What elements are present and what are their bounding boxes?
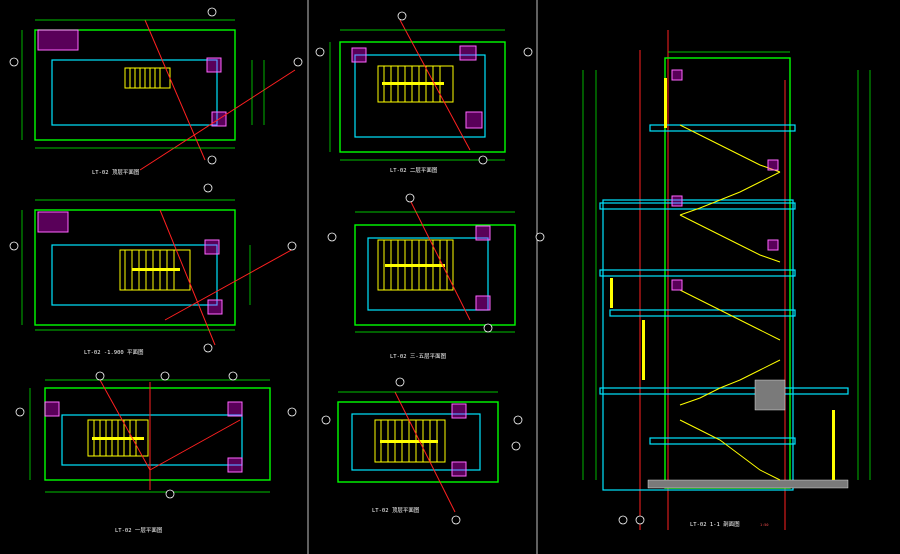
section-scale: 1:50	[760, 523, 768, 527]
plan-top-left: LT-02 顶层平面图	[9, 7, 303, 176]
plan-title-6: LT-02 顶层平面图	[372, 506, 420, 514]
plan-top-middle: LT-02 二层平面图	[315, 11, 533, 174]
building-section: LT-02 1-1 剖面图 1:50	[582, 30, 871, 530]
plan-title-1: LT-02 顶层平面图	[92, 168, 140, 176]
plan-title-3: LT-02 一层平面图	[115, 526, 163, 534]
plan-bottom-left: LT-02 一层平面图	[15, 371, 297, 534]
plan-middle-left: LT-02 -1.900 平面图	[9, 183, 297, 356]
section-title: LT-02 1-1 剖面图	[690, 520, 740, 528]
plan-bottom-middle: LT-02 顶层平面图	[321, 377, 523, 525]
plan-middle-middle: LT-02 三-五层平面图	[327, 193, 545, 360]
plan-title-4: LT-02 二层平面图	[390, 166, 438, 174]
plan-title-5: LT-02 三-五层平面图	[390, 352, 447, 360]
plan-title-2: LT-02 -1.900 平面图	[84, 348, 144, 356]
